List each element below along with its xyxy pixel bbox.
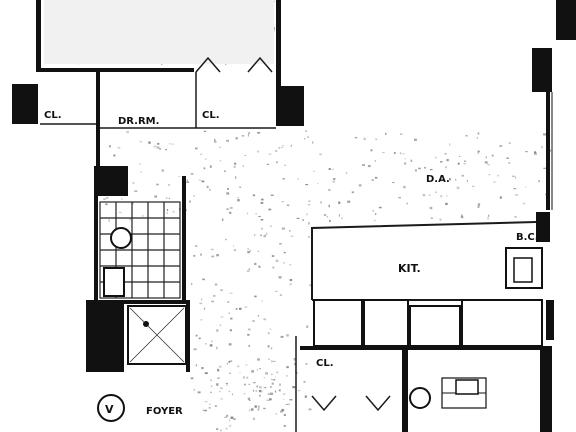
right-wall-post	[536, 212, 550, 242]
label-dressing-room: DR.RM.	[118, 116, 159, 127]
label-dining-area: D.A.	[426, 174, 450, 185]
sink-icon	[103, 267, 125, 297]
unit-badge-circle	[97, 394, 125, 422]
right-lower-wall	[402, 350, 408, 432]
label-foyer: FOYER	[146, 406, 183, 417]
label-closet-right: CL.	[202, 110, 220, 121]
shower-cross	[129, 307, 185, 363]
kitchen-walls	[311, 221, 537, 301]
shower-drain-icon	[143, 321, 149, 327]
exterior-wall-right	[532, 0, 576, 340]
upper-room-shading	[44, 0, 274, 64]
bath-walls	[86, 166, 190, 372]
kitchen-counter-base	[300, 346, 552, 350]
toilet-icon	[110, 227, 132, 249]
label-kitchen: KIT.	[398, 262, 421, 275]
unit-badge-letter: V	[105, 403, 114, 416]
breakfast-corner-inner	[513, 257, 533, 283]
label-closet-left: CL.	[44, 110, 62, 121]
lower-closet-doors	[311, 395, 391, 412]
closet-doors	[40, 56, 276, 129]
kitchen-counter	[313, 299, 543, 347]
label-closet-lower: CL.	[316, 358, 334, 369]
label-breakfast-corner: B.C.	[516, 232, 539, 243]
right-lower-wall-2	[540, 346, 552, 432]
upper-room-walls	[12, 0, 304, 168]
lower-toilet-icon	[409, 387, 431, 409]
lower-sink	[455, 379, 479, 395]
